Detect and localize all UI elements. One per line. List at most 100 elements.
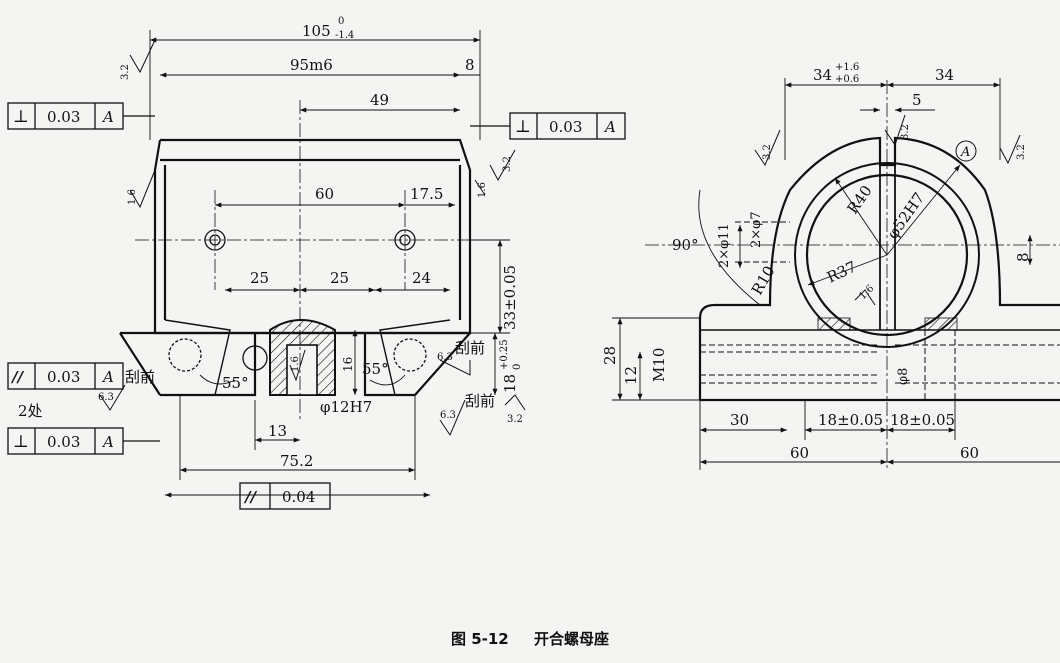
dim-18b: 18±0.05 <box>890 411 955 429</box>
frame-4-symbol: ⊥ <box>13 432 29 452</box>
dim-60: 60 <box>315 185 334 203</box>
dim-75-2: 75.2 <box>280 452 313 470</box>
left-body-outline <box>153 138 472 335</box>
right-body-outline <box>698 136 1060 400</box>
note-scrape-3: 刮前 <box>465 392 495 410</box>
roughness-r2: 3.2 <box>900 124 911 140</box>
dim-hole-7: 2×φ7 <box>749 211 764 248</box>
roughness-4: 3.2 <box>502 156 513 172</box>
dim-30: 30 <box>730 411 749 429</box>
right-center-lines <box>645 80 1060 470</box>
frame-4-value: 0.03 <box>47 433 80 451</box>
left-frame-parallel <box>7 362 124 390</box>
dim-w-right: 34 <box>935 66 954 84</box>
frame-2-datum: A <box>603 118 616 136</box>
note-scrape-1: 刮前 <box>125 368 155 386</box>
dim-25b: 25 <box>330 269 349 287</box>
left-view <box>7 30 626 510</box>
dim-slot-h-tol-upper: +0.25 <box>499 339 510 370</box>
frame-5-value: 0.04 <box>282 488 315 506</box>
frame-5-symbol: // <box>243 488 257 506</box>
dim-angle-right: 55° <box>362 360 389 378</box>
left-frame-perp-top-left <box>7 102 155 130</box>
frame-2-symbol: ⊥ <box>515 117 531 137</box>
dim-hole-11: 2×φ11 <box>717 223 732 268</box>
roughness-9: 1.6 <box>290 356 301 372</box>
dim-60b: 60 <box>960 444 979 462</box>
dim-18a: 18±0.05 <box>818 411 883 429</box>
dim-w-left-tol-lower: +0.6 <box>835 74 859 85</box>
figure-number: 图 5-12 <box>450 630 509 648</box>
left-frame-parallel-bottom <box>239 482 331 510</box>
right-dimension-lines <box>612 78 1060 470</box>
roughness-r1: 3.2 <box>762 144 773 160</box>
dim-right-step: 8 <box>465 56 475 74</box>
dim-w-left: 34 <box>813 66 832 84</box>
roughness-3: 1.6 <box>477 182 488 198</box>
dim-slot-w: 5 <box>912 91 922 109</box>
dim-m10: M10 <box>650 348 668 382</box>
dim-25a: 25 <box>250 269 269 287</box>
frame-1-symbol: ⊥ <box>13 107 29 127</box>
dim-13: 13 <box>268 422 287 440</box>
dim-12: 12 <box>622 366 640 385</box>
left-frame-perp-top-right <box>470 112 626 140</box>
frame-3-datum: A <box>101 368 114 386</box>
dim-60a: 60 <box>790 444 809 462</box>
datum-a-label: A <box>960 145 970 160</box>
frame-4-datum: A <box>101 433 114 451</box>
dim-height: 33±0.05 <box>501 265 519 330</box>
dim-49: 49 <box>370 91 389 109</box>
left-dimension-lines <box>149 30 510 498</box>
left-v-grooves <box>164 319 451 396</box>
right-roughness-marks <box>754 114 1021 306</box>
right-hidden-lines <box>700 221 1060 400</box>
dim-width: 95m6 <box>290 56 333 74</box>
note-two-places: 2处 <box>18 402 43 420</box>
dim-slot-h: 18 <box>501 374 519 393</box>
roughness-8: 3.2 <box>507 414 523 425</box>
left-roughness-marks <box>99 39 526 437</box>
figure-caption: 图 5-12 开合螺母座 <box>0 628 1060 649</box>
dim-r10: R10 <box>748 263 779 298</box>
dim-overall-tol-lower: -1.4 <box>335 30 354 41</box>
dim-slot-depth: 16 <box>341 357 355 372</box>
dim-28: 28 <box>601 346 619 365</box>
dim-r40: R40 <box>844 182 876 217</box>
right-hatch-left <box>817 317 851 331</box>
dim-r37: R37 <box>824 257 859 286</box>
dim-angle-left: 55° <box>222 374 249 392</box>
dim-w-left-tol-upper: +1.6 <box>835 62 859 73</box>
left-view-labels: 105 0 -1.4 95m6 8 49 60 17.5 25 25 24 33… <box>10 16 616 506</box>
figure-title: 开合螺母座 <box>533 630 609 648</box>
dim-overall: 105 <box>302 22 331 40</box>
left-angle-arc-1 <box>199 374 236 385</box>
note-scrape-2: 刮前 <box>455 339 485 357</box>
datum-a-circle <box>955 140 977 162</box>
roughness-1: 3.2 <box>120 64 131 80</box>
right-hatch-right <box>924 317 958 331</box>
dim-bore: φ12H7 <box>320 398 372 416</box>
dim-overall-tol-upper: 0 <box>338 16 344 27</box>
left-frame-perp-bottom <box>7 427 160 455</box>
dim-bore-52: φ52H7 <box>884 189 929 242</box>
right-split-slot <box>879 140 896 330</box>
roughness-6: 6.3 <box>437 352 453 363</box>
dim-17-5: 17.5 <box>410 185 443 203</box>
right-view <box>612 78 1060 470</box>
roughness-2: 1.6 <box>127 189 138 205</box>
roughness-5: 6.3 <box>98 392 114 403</box>
roughness-7: 6.3 <box>440 410 456 421</box>
right-view-labels: 34 +1.6 +0.6 34 5 R40 φ52H7 2×φ11 2×φ7 R… <box>601 62 1032 462</box>
frame-3-symbol: // <box>10 368 24 386</box>
frame-1-value: 0.03 <box>47 108 80 126</box>
frame-1-datum: A <box>101 108 114 126</box>
dim-slot-h-tol-lower: 0 <box>512 364 523 370</box>
frame-3-value: 0.03 <box>47 368 80 386</box>
roughness-r3: 3.2 <box>1016 144 1027 160</box>
dim-angle-90: 90° <box>672 236 699 254</box>
dim-24: 24 <box>412 269 431 287</box>
left-angle-arc-2 <box>369 374 406 386</box>
frame-2-value: 0.03 <box>549 118 582 136</box>
